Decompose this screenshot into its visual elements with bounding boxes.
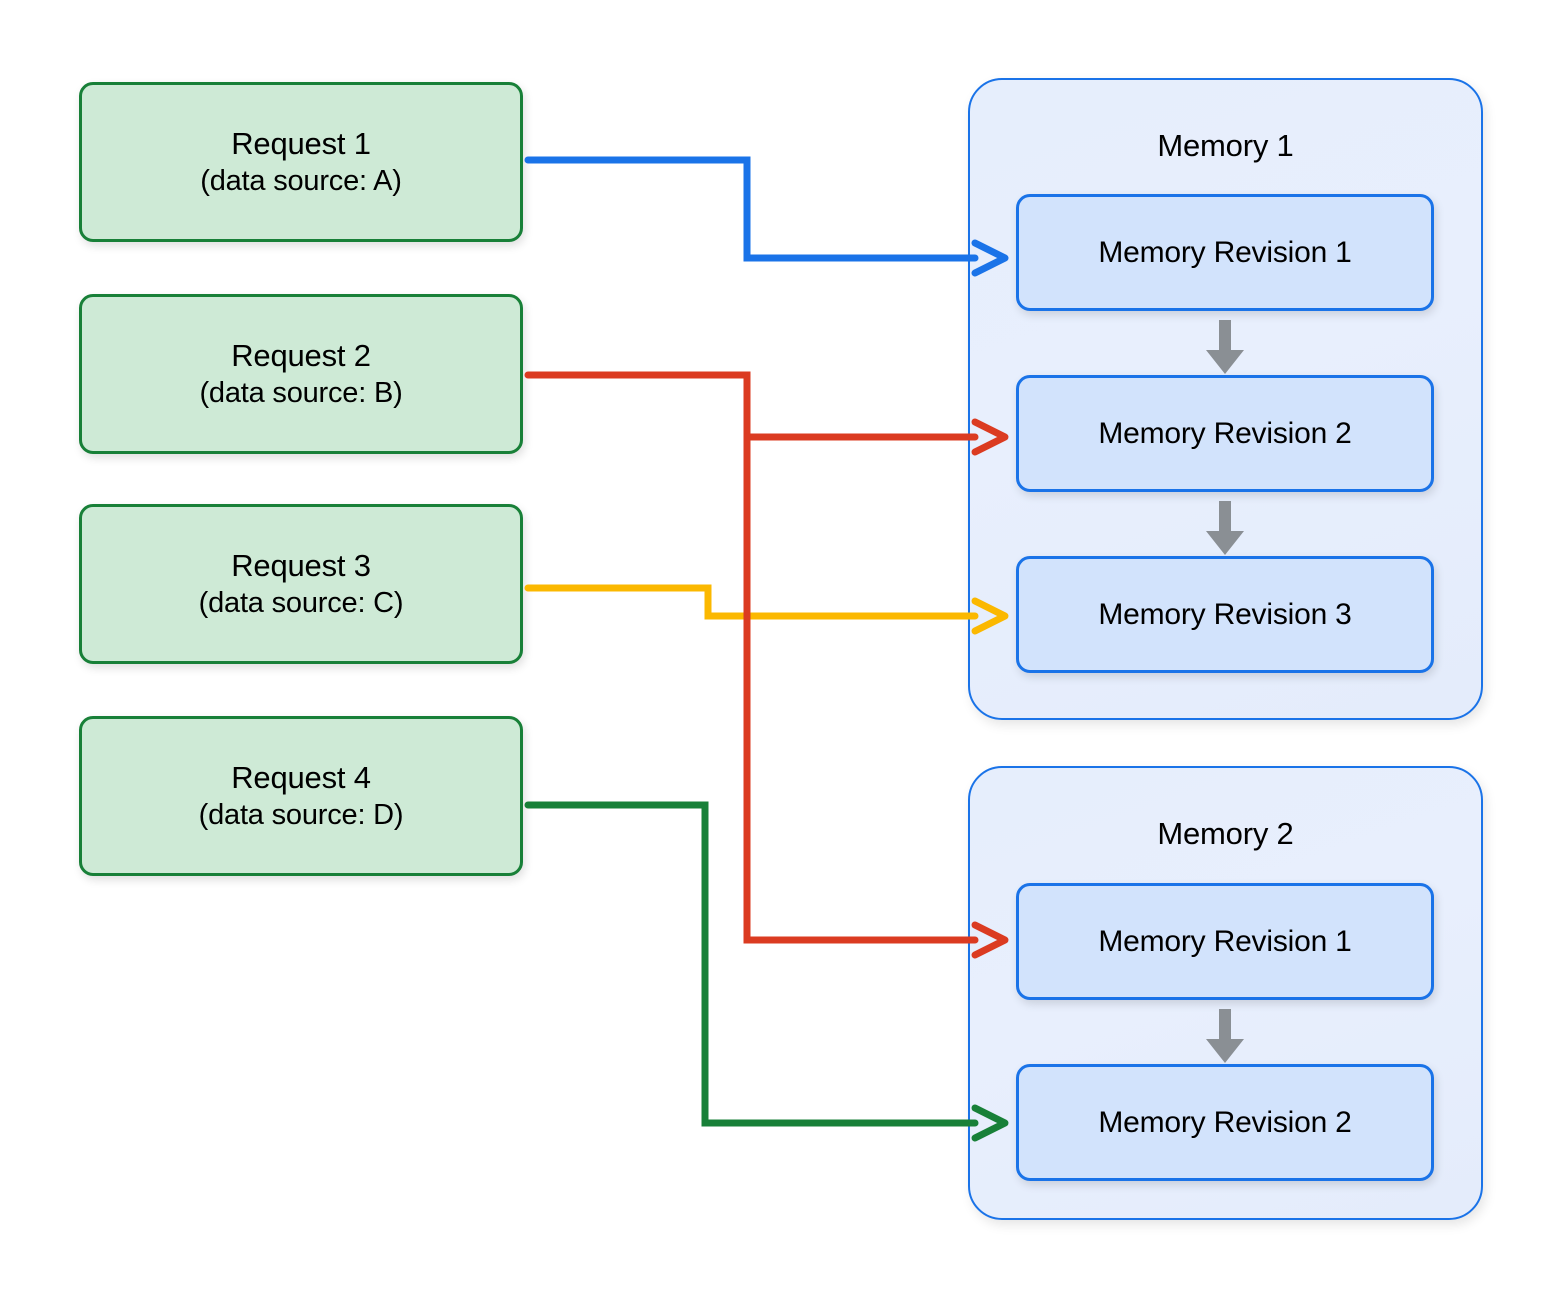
request-title: Request 3 <box>231 547 371 583</box>
request-box-2[interactable]: Request 2 (data source: B) <box>79 294 523 454</box>
memory-1-revision-3[interactable]: Memory Revision 3 <box>1016 556 1434 673</box>
connector-request-3 <box>524 584 1009 635</box>
memory-2-revision-1[interactable]: Memory Revision 1 <box>1016 883 1434 1000</box>
revision-label: Memory Revision 1 <box>1098 924 1352 958</box>
request-box-4[interactable]: Request 4 (data source: D) <box>79 716 523 876</box>
memory-1-revision-1[interactable]: Memory Revision 1 <box>1016 194 1434 311</box>
request-subtitle: (data source: C) <box>198 587 404 620</box>
request-subtitle: (data source: A) <box>200 165 402 198</box>
memory-title: Memory 1 <box>1157 128 1294 163</box>
request-box-1[interactable]: Request 1 (data source: A) <box>79 82 523 242</box>
request-title: Request 1 <box>231 125 371 161</box>
request-subtitle: (data source: B) <box>199 377 403 410</box>
request-title: Request 2 <box>231 337 371 373</box>
memory-title: Memory 2 <box>1157 816 1294 851</box>
request-title: Request 4 <box>231 759 371 795</box>
revision-label: Memory Revision 1 <box>1098 235 1352 269</box>
revision-label: Memory Revision 3 <box>1098 597 1352 631</box>
memory-2-revision-2[interactable]: Memory Revision 2 <box>1016 1064 1434 1181</box>
connector-request-2 <box>524 371 1009 959</box>
revision-label: Memory Revision 2 <box>1098 1105 1352 1139</box>
revision-label: Memory Revision 2 <box>1098 416 1352 450</box>
request-subtitle: (data source: D) <box>198 799 404 832</box>
memory-1-revision-2[interactable]: Memory Revision 2 <box>1016 375 1434 492</box>
connector-request-1 <box>524 156 1009 277</box>
request-box-3[interactable]: Request 3 (data source: C) <box>79 504 523 664</box>
connector-request-4 <box>524 801 1009 1142</box>
